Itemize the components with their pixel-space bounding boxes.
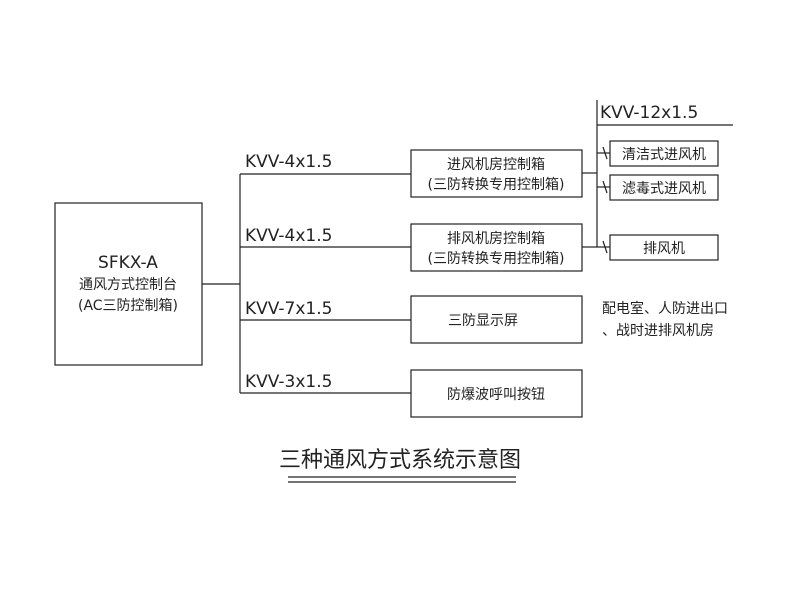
control-console-code: SFKX-A [98,253,158,273]
exhaust-fan-box [609,234,719,261]
exhaust-room-control-sublabel: (三防转换专用控制箱) [428,250,565,267]
location-note-line2: 、战时进排风机房 [602,323,714,339]
control-console-name: 通风方式控制台 [79,277,177,293]
diagram-title: 三种通风方式系统示意图 [279,448,521,473]
filter-intake-fan-label: 滤毒式进风机 [622,181,706,197]
cable-label-intake-room: KVV-4x1.5 [245,152,332,172]
cable-label-fan-bus: KVV-12x1.5 [600,103,698,123]
fan-tick-exhaust [602,240,608,254]
exhaust-fan-label: 排风机 [643,241,685,257]
intake-room-control-sublabel: (三防转换专用控制箱) [428,176,565,193]
clean-intake-fan-label: 清洁式进风机 [622,147,706,163]
exhaust-room-control-box [410,223,583,272]
cable-label-exhaust-room: KVV-4x1.5 [245,226,332,246]
control-console-box [54,202,203,366]
cable-label-display: KVV-7x1.5 [245,299,332,319]
control-console-subname: (AC三防控制箱) [78,298,178,314]
intake-room-control-label: 进风机房控制箱 [447,157,545,173]
exhaust-room-control-label: 排风机房控制箱 [447,231,545,247]
blast-call-button-box [410,369,583,418]
intake-room-control-box [410,149,583,198]
fan-tick-clean-intake [602,146,608,160]
filter-intake-fan-box [609,174,719,201]
nbc-display-box [410,295,583,344]
location-note-line1: 配电室、人防进出口 [602,300,728,317]
cable-label-call-button: KVV-3x1.5 [245,372,332,392]
fan-tick-filter-intake [602,180,608,194]
blast-call-button-label: 防爆波呼叫按钮 [447,387,545,403]
nbc-display-label: 三防显示屏 [448,313,518,329]
clean-intake-fan-box [609,140,719,167]
